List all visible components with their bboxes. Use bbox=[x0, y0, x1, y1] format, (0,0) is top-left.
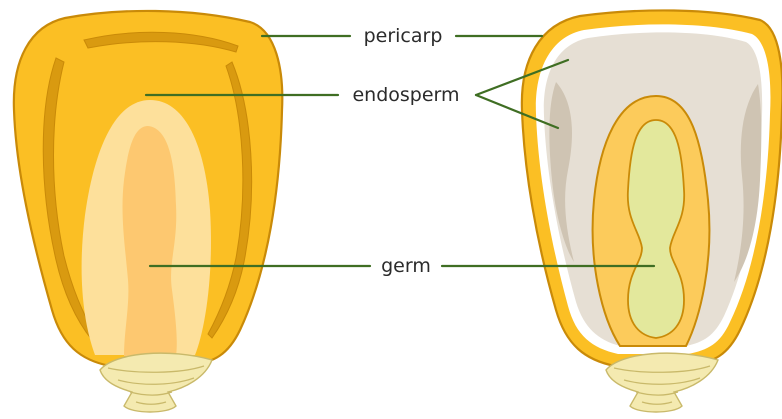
whole-kernel bbox=[14, 11, 282, 412]
section-kernel-tip-cap bbox=[606, 353, 718, 412]
whole-kernel-tip-cap bbox=[100, 353, 212, 412]
section-kernel bbox=[522, 10, 782, 412]
endosperm-label: endosperm bbox=[352, 84, 459, 106]
whole-kernel-germ bbox=[123, 126, 177, 356]
pericarp-label: pericarp bbox=[364, 25, 443, 47]
section-kernel-embryo bbox=[628, 120, 684, 338]
germ-label: germ bbox=[381, 255, 431, 277]
labels: pericarp endosperm germ bbox=[352, 25, 459, 277]
